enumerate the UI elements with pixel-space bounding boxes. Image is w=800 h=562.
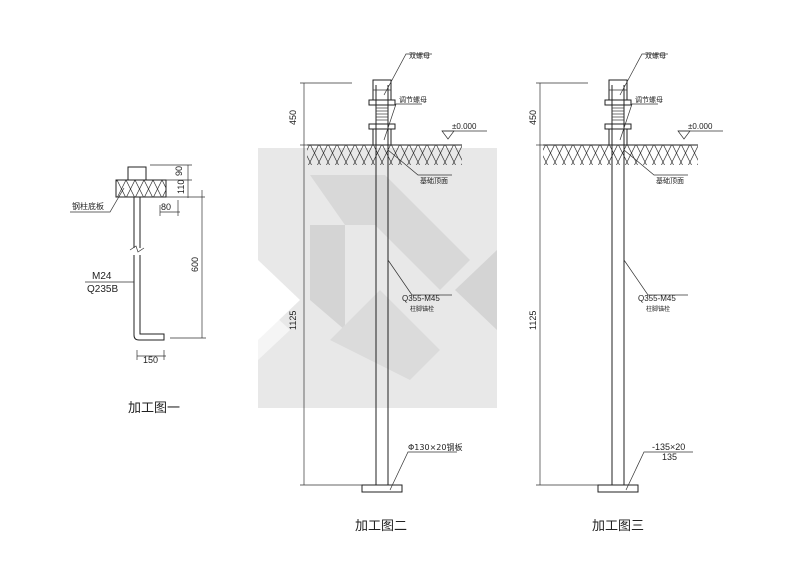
foundation-top-label: 基础顶面 (420, 176, 448, 185)
adjust-nut-label: 调节螺母 (399, 95, 427, 104)
caption-figure-1: 加工图一 (128, 401, 180, 416)
plate-width-label: 135 (662, 452, 677, 462)
dim-1125: 1125 (288, 311, 298, 330)
bolt-spec-label: Q355-M45 (638, 294, 676, 303)
dim-150: 150 (143, 355, 158, 365)
dim-80: 80 (161, 202, 171, 212)
double-nut-label: 双螺母 (645, 51, 666, 60)
dim-450: 450 (528, 110, 538, 125)
dim-600: 600 (190, 257, 200, 272)
plate-spec-label: -135×20 (652, 442, 685, 452)
figure-2: 450 1125 双螺母 调节螺母 ±0.000 基础顶面 Q355-M45 柱… (288, 51, 488, 534)
base-plate-label: 钢柱底板 (72, 201, 104, 211)
elevation-label: ±0.000 (452, 122, 477, 131)
bolt-name-label: 柱脚锚栓 (410, 305, 434, 313)
elevation-label: ±0.000 (688, 122, 713, 131)
caption-figure-3: 加工图三 (592, 519, 644, 534)
watermark-logo (258, 148, 497, 408)
adjust-nut-label: 调节螺母 (635, 95, 663, 104)
foundation-top-label: 基础顶面 (656, 176, 684, 185)
caption-figure-2: 加工图二 (355, 519, 407, 534)
bolt-spec-label: Q355-M45 (402, 294, 440, 303)
double-nut-label: 双螺母 (409, 51, 430, 60)
figure-3: 450 1125 双螺母 调节螺母 ±0.000 基础顶面 Q355-M45 柱… (528, 51, 724, 534)
dim-450: 450 (288, 110, 298, 125)
plate-spec-label: Φ130×20钢板 (408, 442, 462, 452)
figure-1: 90 110 80 600 150 钢柱底板 M24 Q235B 加工图一 (70, 164, 206, 416)
dim-110: 110 (176, 180, 186, 194)
bolt-size-label: M24 (92, 271, 112, 282)
bolt-name-label: 柱脚锚栓 (646, 305, 670, 313)
dim-90: 90 (174, 166, 184, 176)
bolt-material-label: Q235B (87, 284, 118, 295)
dim-1125: 1125 (528, 311, 538, 330)
